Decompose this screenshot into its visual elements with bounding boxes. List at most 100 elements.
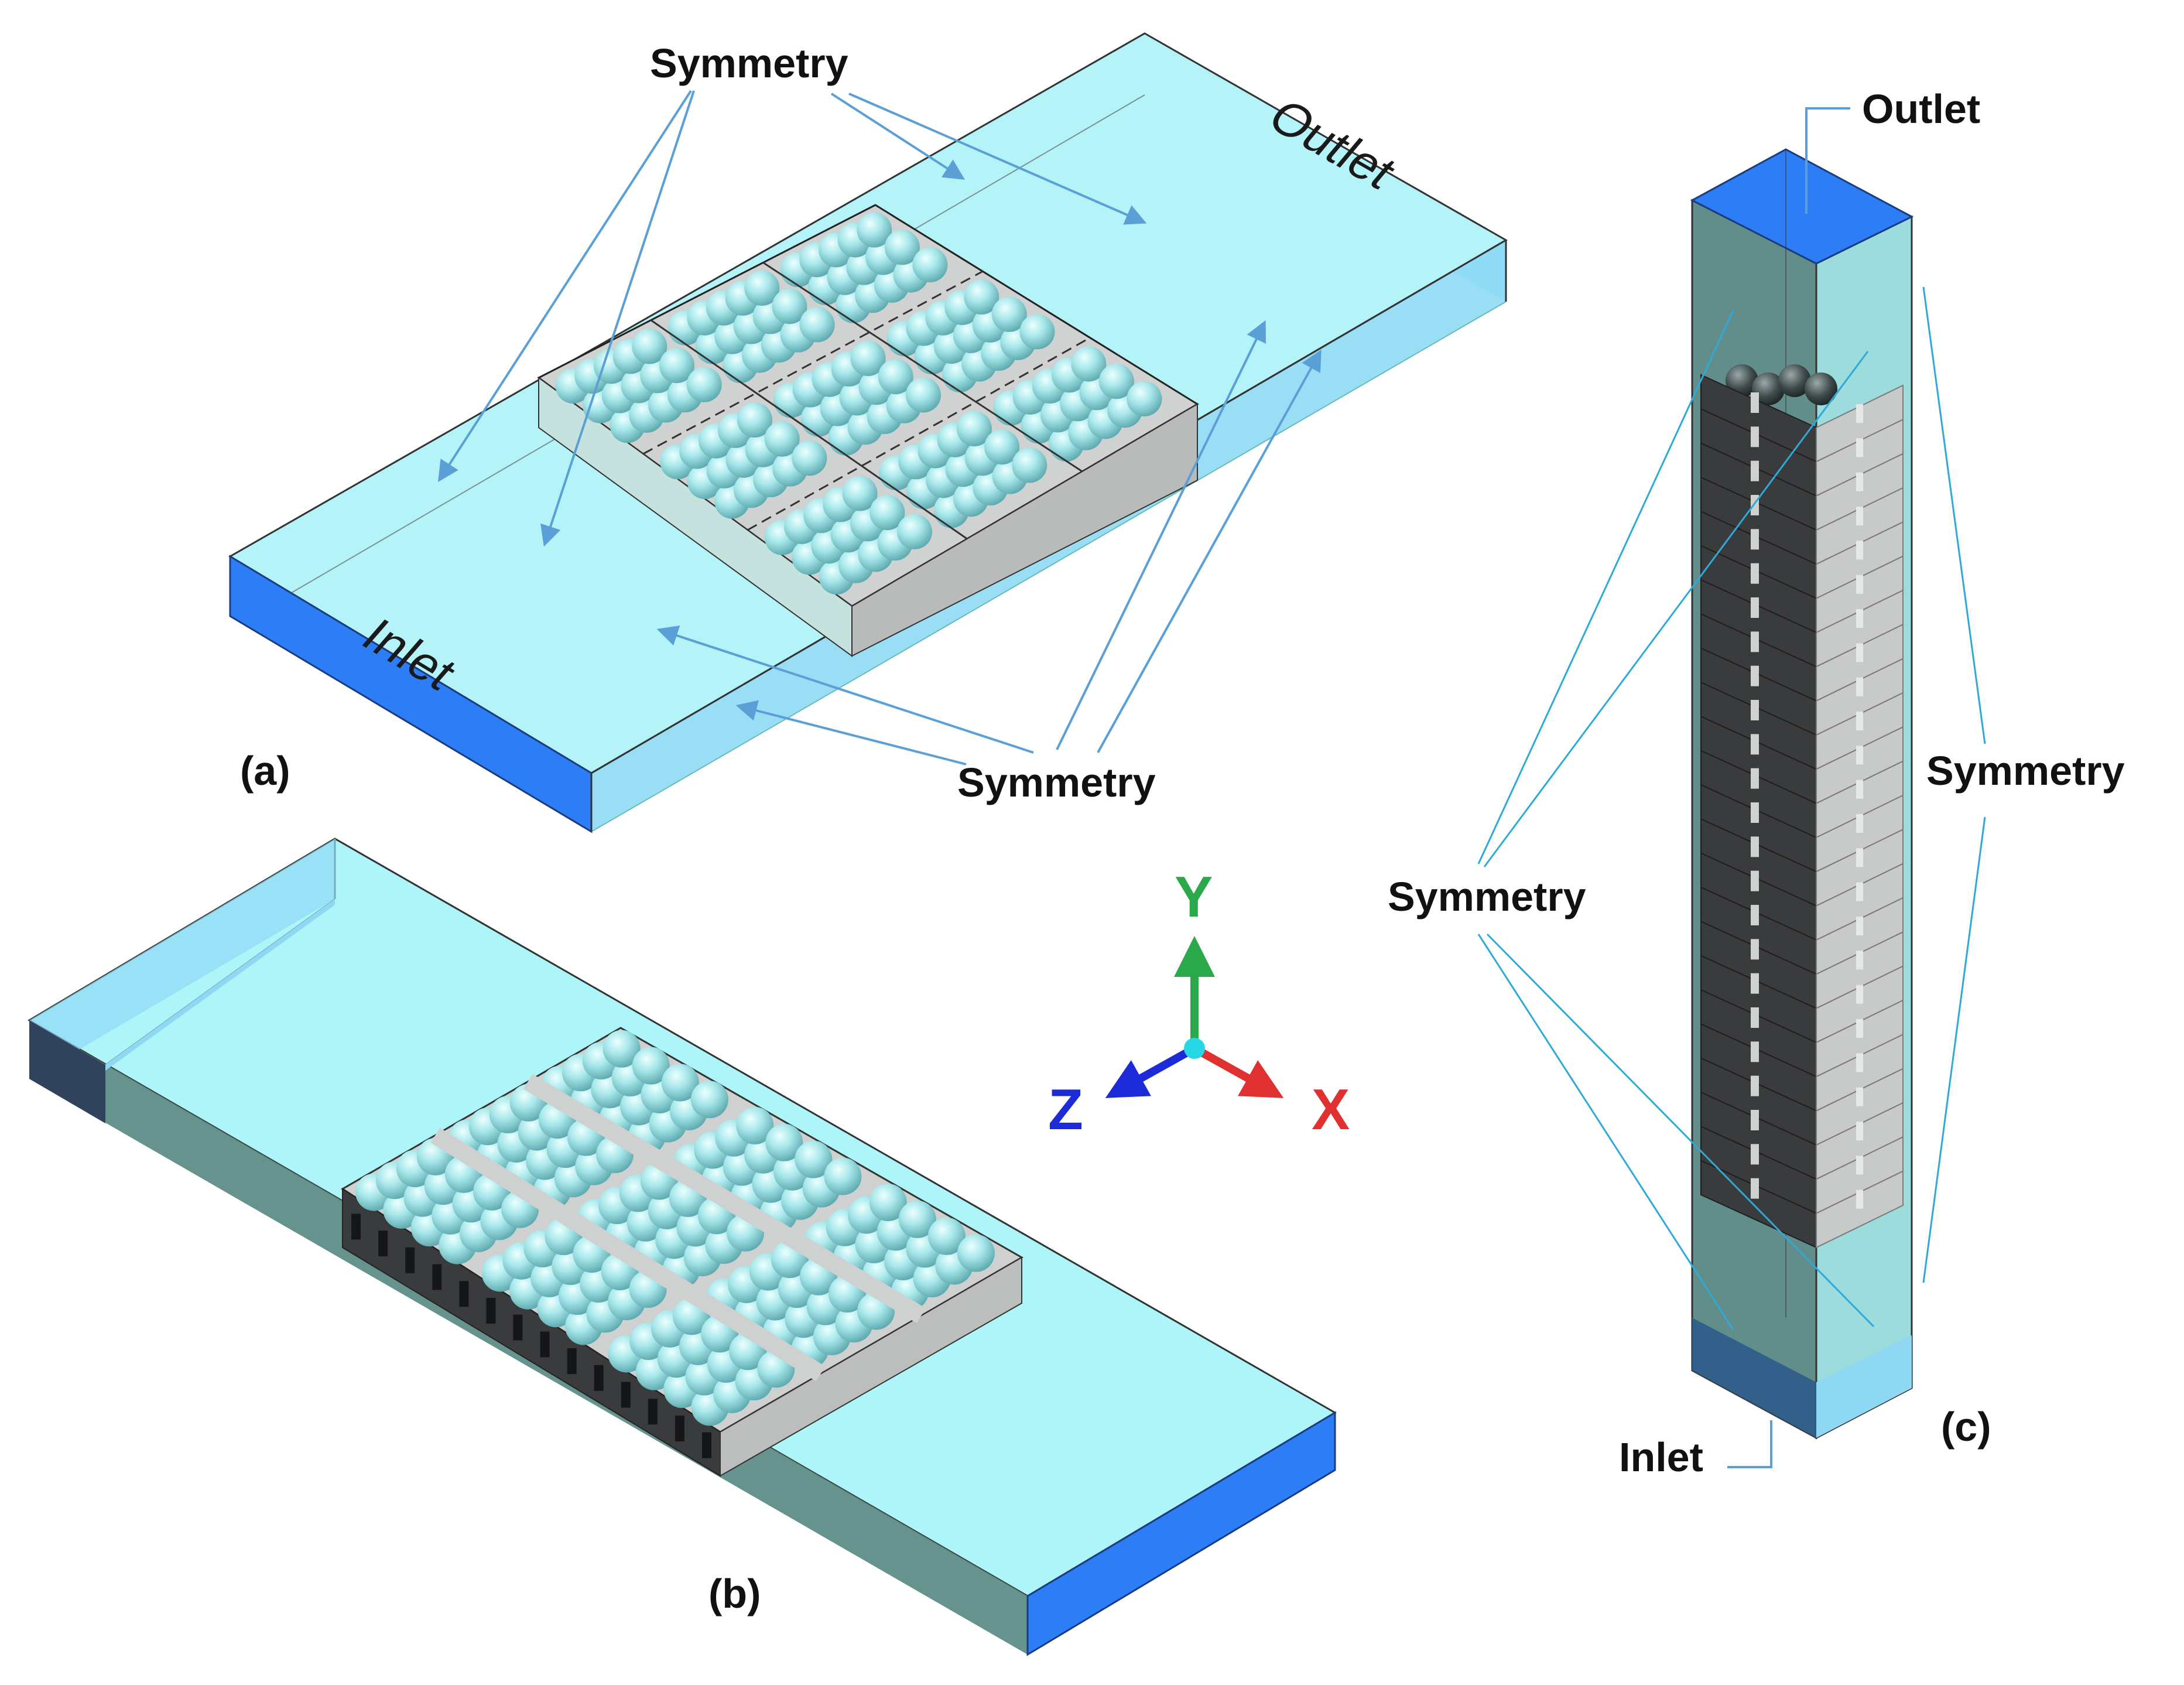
- panel-c-slot: [1856, 541, 1863, 560]
- panel-c-slot: [1856, 1053, 1863, 1072]
- panel-a-rib: [762, 262, 1083, 473]
- panel-b-sphere: [690, 1081, 728, 1119]
- panel-a-sphere: [792, 440, 827, 476]
- panel-a-sphere: [1127, 381, 1162, 416]
- panel-c-slot: [1856, 951, 1863, 970]
- axis-x-label: X: [1312, 1077, 1350, 1141]
- panel-b-slot: [594, 1365, 604, 1391]
- panel-c-slot: [1751, 836, 1759, 857]
- panel-a-sphere: [897, 514, 933, 549]
- panel-c-slot: [1856, 1190, 1863, 1209]
- panel-b-rib: [430, 1127, 826, 1382]
- panel-c-slot: [1751, 597, 1759, 618]
- panel-b-sphere: [661, 1064, 699, 1102]
- panel-b-slot: [459, 1281, 469, 1307]
- panel-b-slot: [405, 1247, 415, 1273]
- panel-a-sphere: [850, 341, 886, 376]
- panel-b-left-end-top: [29, 839, 335, 1079]
- panel-b-sphere: [869, 1184, 907, 1222]
- panel-c-packing-column: [1700, 364, 1904, 1249]
- panel-c-slot: [1856, 882, 1863, 901]
- panel-c-sphere: [1752, 372, 1785, 405]
- panel-c-sphere: [1805, 372, 1837, 405]
- axis-x-line: [1192, 1044, 1284, 1098]
- axis-y-label: Y: [1175, 864, 1213, 929]
- panel-c-slot: [1856, 712, 1863, 731]
- panel-c-slot: [1751, 460, 1759, 481]
- panel-c-inlet-label: Inlet: [1619, 1434, 1703, 1480]
- panel-c-outlet-face: [1690, 148, 1914, 265]
- axis-z-line: [1105, 1044, 1197, 1098]
- panel-c-slot: [1856, 643, 1863, 662]
- panel-c: Outlet Inlet Symmetry Symmetry (c): [1388, 86, 2125, 1480]
- panel-c-slot: [1856, 1122, 1863, 1141]
- panel-c-slot: [1856, 1087, 1863, 1106]
- panel-a-sphere: [857, 212, 892, 248]
- panel-a-sphere: [744, 271, 780, 306]
- panel-a-sphere: [737, 402, 772, 438]
- panel-a-sphere: [772, 289, 807, 324]
- panel-c-slot: [1751, 802, 1759, 823]
- panel-b-right-end-face: [1026, 1411, 1336, 1656]
- panel-c-slot: [1856, 507, 1863, 526]
- panel-b-sphere: [898, 1200, 936, 1238]
- panel-c-sphere: [1726, 364, 1758, 397]
- panel-a-sphere: [1071, 346, 1107, 382]
- panel-c-slot: [1751, 734, 1759, 755]
- panel-c-slot: [1751, 392, 1759, 413]
- panel-c-inlet-face: [1692, 1318, 1816, 1438]
- panel-b-slot: [701, 1432, 711, 1458]
- panel-c-sphere: [1778, 364, 1811, 397]
- panel-c-slot: [1751, 563, 1759, 584]
- panel-a-sphere: [842, 476, 878, 511]
- panel-c-outlet-leader: [1805, 107, 1850, 214]
- panel-c-symmetry-right-leaders: [1922, 286, 1986, 1283]
- panel-c-symmetry-right-label: Symmetry: [1926, 748, 2125, 794]
- panel-b-caption: (b): [708, 1571, 761, 1616]
- panel-a-sphere: [1012, 447, 1048, 483]
- panel-a: Inlet Outlet Symmetry Symmetry (a): [228, 32, 1508, 833]
- panel-c-slot: [1751, 665, 1759, 686]
- panel-c-caption: (c): [1941, 1404, 1991, 1450]
- panel-b-sphere: [736, 1106, 774, 1144]
- panel-a-sphere: [632, 329, 667, 364]
- panel-c-inlet-leader: [1727, 1420, 1772, 1468]
- panel-a-sphere: [686, 367, 722, 402]
- panel-c-slot: [1856, 780, 1863, 799]
- panel-c-slot: [1856, 609, 1863, 628]
- panel-b-sphere: [632, 1047, 670, 1085]
- panel-a-rib: [642, 271, 984, 455]
- axis-triad: Y X Z: [1048, 864, 1350, 1141]
- panel-c-slot: [1856, 985, 1863, 1004]
- panel-b-packing: [341, 1027, 1024, 1477]
- panel-c-layer-light: [1816, 1170, 1904, 1249]
- axis-z-label: Z: [1048, 1077, 1083, 1141]
- panel-a-ribs: [642, 262, 1091, 540]
- panel-c-slot: [1856, 575, 1863, 594]
- panel-b-slot: [513, 1314, 523, 1341]
- panel-b-slot: [351, 1214, 361, 1240]
- panel-c-slot: [1751, 768, 1759, 789]
- panel-c-slot: [1856, 438, 1863, 457]
- panel-a-sphere: [884, 230, 920, 265]
- panel-a-sphere: [1098, 364, 1134, 399]
- panel-a-packing: [537, 204, 1199, 657]
- panel-c-slot: [1856, 677, 1863, 696]
- panel-c-slot: [1751, 426, 1759, 447]
- panel-b-slot: [540, 1331, 550, 1358]
- panel-a-sphere: [764, 421, 800, 457]
- panel-c-slot: [1856, 404, 1863, 423]
- panel-c-slot: [1751, 631, 1759, 652]
- panel-b-slot: [621, 1382, 631, 1408]
- panel-b-sphere: [603, 1030, 641, 1068]
- panel-c-slot: [1751, 1144, 1759, 1165]
- panel-c-slot: [1751, 939, 1759, 960]
- panel-c-slot: [1856, 917, 1863, 936]
- panel-a-sphere: [912, 247, 948, 283]
- panel-b-ribs: [430, 1074, 926, 1382]
- panel-b-sphere: [765, 1123, 803, 1161]
- panel-b-sphere: [927, 1217, 966, 1255]
- panel-b-sphere: [795, 1140, 833, 1178]
- panel-b-slot: [486, 1297, 496, 1324]
